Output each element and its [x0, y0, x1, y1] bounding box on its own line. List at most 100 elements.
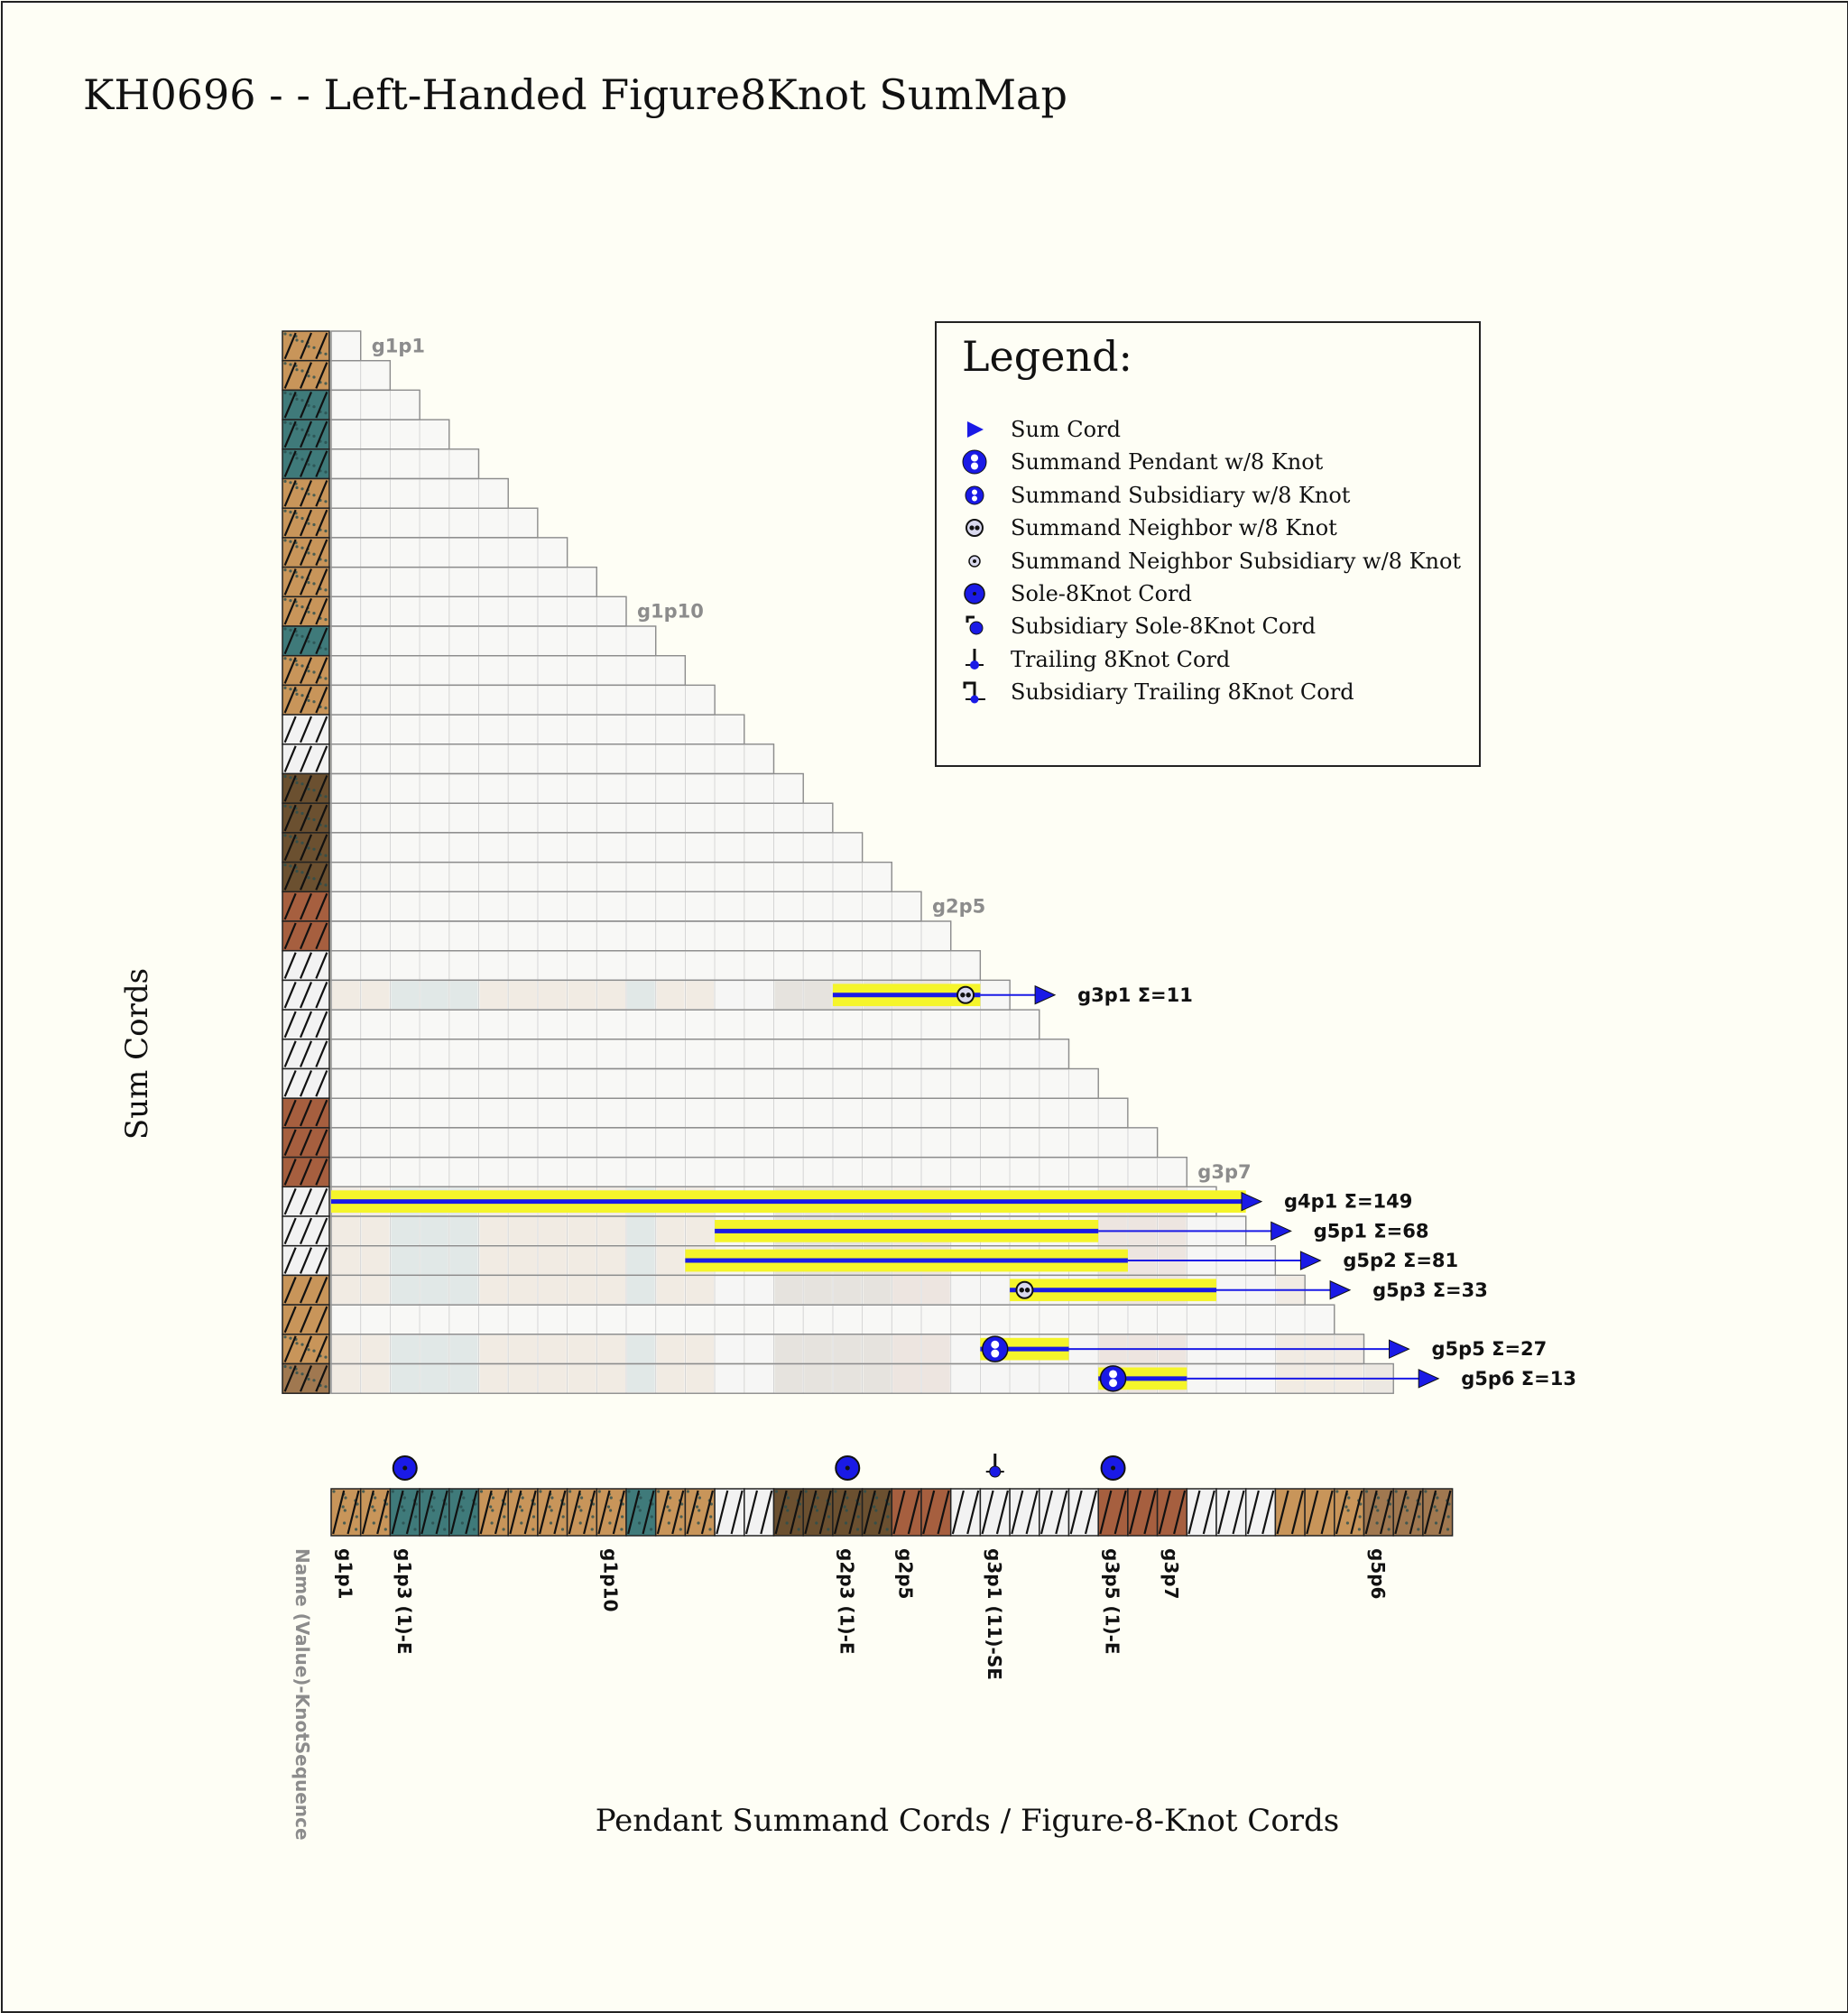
summand-tint-cell	[509, 1246, 537, 1275]
summand-tint-cell	[981, 1364, 1010, 1393]
bottom-swatch	[1067, 1488, 1099, 1537]
left-swatch-g1p13	[282, 684, 330, 716]
summand-tint-cell	[833, 1334, 862, 1363]
summand-neighbor-8knot-icon	[956, 985, 975, 1004]
sole-8knot-cord-icon	[835, 1455, 861, 1481]
row-label: g1p1	[372, 335, 425, 356]
legend-item-label: Sole-8Knot Cord	[1011, 581, 1192, 606]
bottom-swatch	[507, 1488, 539, 1537]
summand-tint-cell	[716, 1364, 744, 1393]
summand-tint-cell	[420, 1217, 448, 1245]
summand-tint-cell	[922, 1364, 950, 1393]
row-label: g3p7	[1197, 1161, 1251, 1183]
row-band	[330, 625, 657, 657]
summand-tint-cell	[538, 1334, 567, 1363]
summand-tint-cell	[568, 1246, 596, 1275]
trailing-8knot-cord-icon	[966, 648, 984, 669]
row-band	[330, 448, 480, 480]
summand-tint-cell	[420, 1334, 448, 1363]
sum-arrowhead-icon	[1034, 984, 1057, 1005]
bottom-swatch	[1392, 1488, 1424, 1537]
summand-tint-cell	[686, 1217, 715, 1245]
summand-tint-cell	[981, 1276, 1010, 1305]
summand-tint-cell	[332, 1217, 360, 1245]
row-label: g5p1 Σ=68	[1314, 1220, 1429, 1242]
left-swatch-g5p1	[282, 1215, 330, 1247]
summand-tint-cell	[863, 1334, 892, 1363]
left-swatch-g3p3	[282, 1039, 330, 1070]
left-cord-swatches	[282, 330, 330, 1394]
row-band	[330, 743, 775, 775]
summand-tint-cell	[332, 1334, 360, 1363]
summand-tint-cell	[449, 1364, 478, 1393]
summand-tint-cell	[420, 1246, 448, 1275]
bottom-swatch	[979, 1488, 1011, 1537]
row-band	[330, 861, 892, 892]
bottom-swatch	[832, 1488, 864, 1537]
summand-tint-cell	[391, 1246, 420, 1275]
sole-8knot-cord-icon	[392, 1455, 418, 1481]
summand-tint-cell	[804, 1276, 832, 1305]
summand-tint-cell	[804, 1364, 832, 1393]
summand-tint-cell	[509, 1334, 537, 1363]
bottom-cord-swatches	[330, 1488, 1454, 1537]
summand-tint-cell	[744, 1364, 773, 1393]
summand-tint-cell	[686, 1276, 715, 1305]
subsidiary-trailing-8knot-cord-icon	[963, 681, 985, 704]
left-swatch-g1p1	[282, 330, 330, 362]
sum-arrowhead-icon	[1418, 1369, 1440, 1389]
bottom-swatch	[596, 1488, 627, 1537]
summand-tint-cell	[627, 1217, 655, 1245]
summand-tint-cell	[597, 1334, 625, 1363]
summand-tint-cell	[332, 1364, 360, 1393]
row-label: g3p1 Σ=11	[1077, 984, 1193, 1006]
bottom-swatch	[1156, 1488, 1188, 1537]
bottom-swatch	[1363, 1488, 1394, 1537]
summand-tint-cell	[833, 1364, 862, 1393]
summand-tint-cell	[627, 1364, 655, 1393]
row-label: g1p10	[637, 601, 704, 623]
summand-tint-cell	[716, 1334, 744, 1363]
left-swatch-g1p15	[282, 743, 330, 775]
left-swatch-g2p5	[282, 891, 330, 922]
row-label: g5p5 Σ=27	[1432, 1338, 1548, 1360]
summand-tint-cell	[479, 1217, 508, 1245]
summand-tint-cell	[1040, 1364, 1068, 1393]
legend-item: Summand Neighbor w/8 Knot	[937, 512, 1478, 544]
summand-tint-cell	[1011, 1364, 1039, 1393]
summand-tint-cell	[449, 1334, 478, 1363]
legend-item-label: Sum Cord	[1011, 417, 1121, 442]
x-sub-label: Name (Value)-KnotSequence	[291, 1548, 313, 1841]
row-band	[330, 1097, 1129, 1129]
summand-tint-cell	[332, 1276, 360, 1305]
summand-tint-cell	[391, 981, 420, 1010]
left-swatch-g2p7	[282, 949, 330, 982]
summand-tint-cell	[686, 1364, 715, 1393]
summand-tint-cell	[479, 1334, 508, 1363]
legend-item: Summand Subsidiary w/8 Knot	[937, 479, 1478, 512]
summand-neighbor-subsidiary-8knot-icon	[968, 554, 981, 568]
legend-item: Subsidiary Sole-8Knot Cord	[937, 610, 1478, 642]
knot-markers	[956, 985, 1127, 1392]
left-swatch-g1p12	[282, 654, 330, 687]
row-band	[330, 920, 952, 952]
bottom-swatch	[1039, 1488, 1070, 1537]
row-band	[330, 802, 834, 834]
legend-item-label: Subsidiary Sole-8Knot Cord	[1011, 614, 1317, 640]
left-swatch-g3p6	[282, 1127, 330, 1159]
left-swatch-g2p6	[282, 920, 330, 952]
bottom-swatch	[330, 1488, 362, 1537]
summand-tint-cell	[627, 981, 655, 1010]
trailing-8knot-cord-icon	[985, 1454, 1004, 1478]
x-tick-label: g1p10	[600, 1548, 622, 1611]
bottom-swatch	[625, 1488, 657, 1537]
summand-tint-cell	[332, 981, 360, 1010]
bottom-swatch	[802, 1488, 834, 1537]
left-swatch-g1p14	[282, 714, 330, 745]
bottom-swatch	[1009, 1488, 1040, 1537]
left-swatch-g1p3	[282, 389, 330, 420]
chart-title: KH0696 - - Left-Handed Figure8Knot SumMa…	[83, 70, 1067, 119]
bottom-swatch	[1215, 1488, 1247, 1537]
left-swatch-g1p9	[282, 566, 330, 598]
